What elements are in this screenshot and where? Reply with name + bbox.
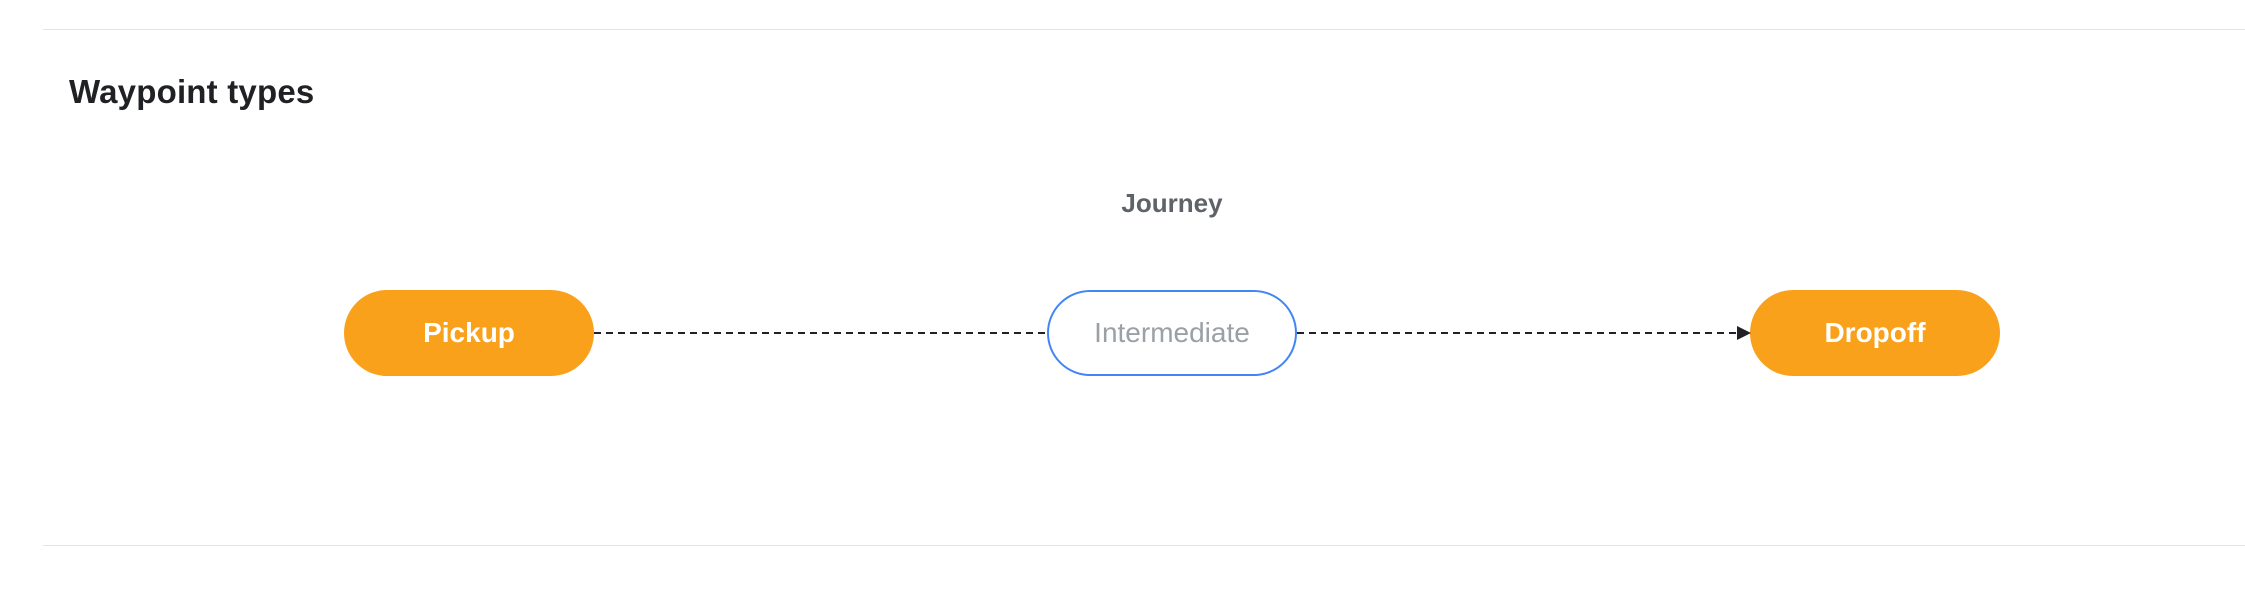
dropoff-node: Dropoff (1750, 290, 2000, 377)
bottom-divider (43, 545, 2245, 546)
page-heading: Waypoint types (69, 73, 315, 110)
pickup-node: Pickup (344, 290, 594, 377)
intermediate-node: Intermediate (1047, 290, 1297, 377)
dashed-connector-intermediate-dropoff (1297, 326, 1751, 341)
journey-flow-row: Pickup Intermediate Dropoff (344, 290, 2000, 377)
dashed-connector-pickup-intermediate (594, 332, 1047, 335)
journey-diagram: Journey Pickup Intermediate Dropoff (344, 188, 2000, 377)
top-divider (43, 29, 2245, 30)
diagram-title: Journey (1121, 188, 1223, 218)
arrow-right-icon (1737, 326, 1751, 341)
